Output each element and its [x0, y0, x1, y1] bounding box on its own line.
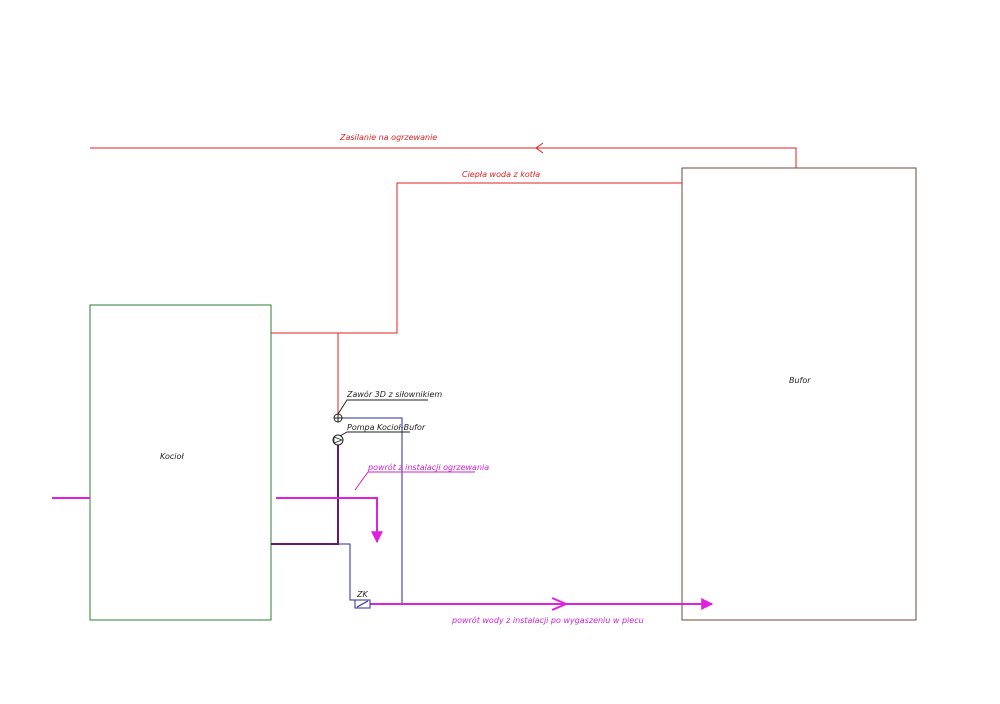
- boiler-to-zk-line: [338, 543, 356, 601]
- pump-to-boiler-line: [271, 445, 339, 545]
- zk-label: ZK: [356, 590, 368, 599]
- pump-triangle-icon: [333, 436, 344, 444]
- heating-return-line: [276, 497, 383, 544]
- boiler-label: Kocioł: [160, 452, 184, 461]
- heating-return-leader: [354, 471, 475, 491]
- heating-return-label: powrót z instalacji ogrzewania: [367, 462, 489, 472]
- heating-supply-line: [90, 147, 797, 168]
- heating-supply-label: Zasilanie na ogrzewanie: [339, 133, 437, 142]
- zk-check-valve-mark: [356, 600, 369, 608]
- hot-water-label: Ciepła woda z kotła: [462, 170, 540, 179]
- heating-supply-arrow: [535, 142, 544, 154]
- return-after-extinguish-label: powrót wody z instalacji po wygaszeniu w…: [451, 615, 644, 625]
- pump-leader: [339, 431, 410, 437]
- boiler-box: [89, 304, 272, 621]
- zk-check-valve: [354, 599, 371, 609]
- pump-label: Pompa Kocioł-Bufor: [347, 423, 426, 432]
- return-mid-arrow: [551, 597, 569, 611]
- valve-3d-leader: [337, 399, 428, 415]
- buffer-label: Bufor: [789, 376, 811, 385]
- valve-3d-label: Zawór 3D z siłownikiem: [346, 389, 442, 399]
- buffer-box: [681, 167, 917, 621]
- hot-water-line: [271, 182, 682, 334]
- blue-bypass-line: [342, 417, 403, 604]
